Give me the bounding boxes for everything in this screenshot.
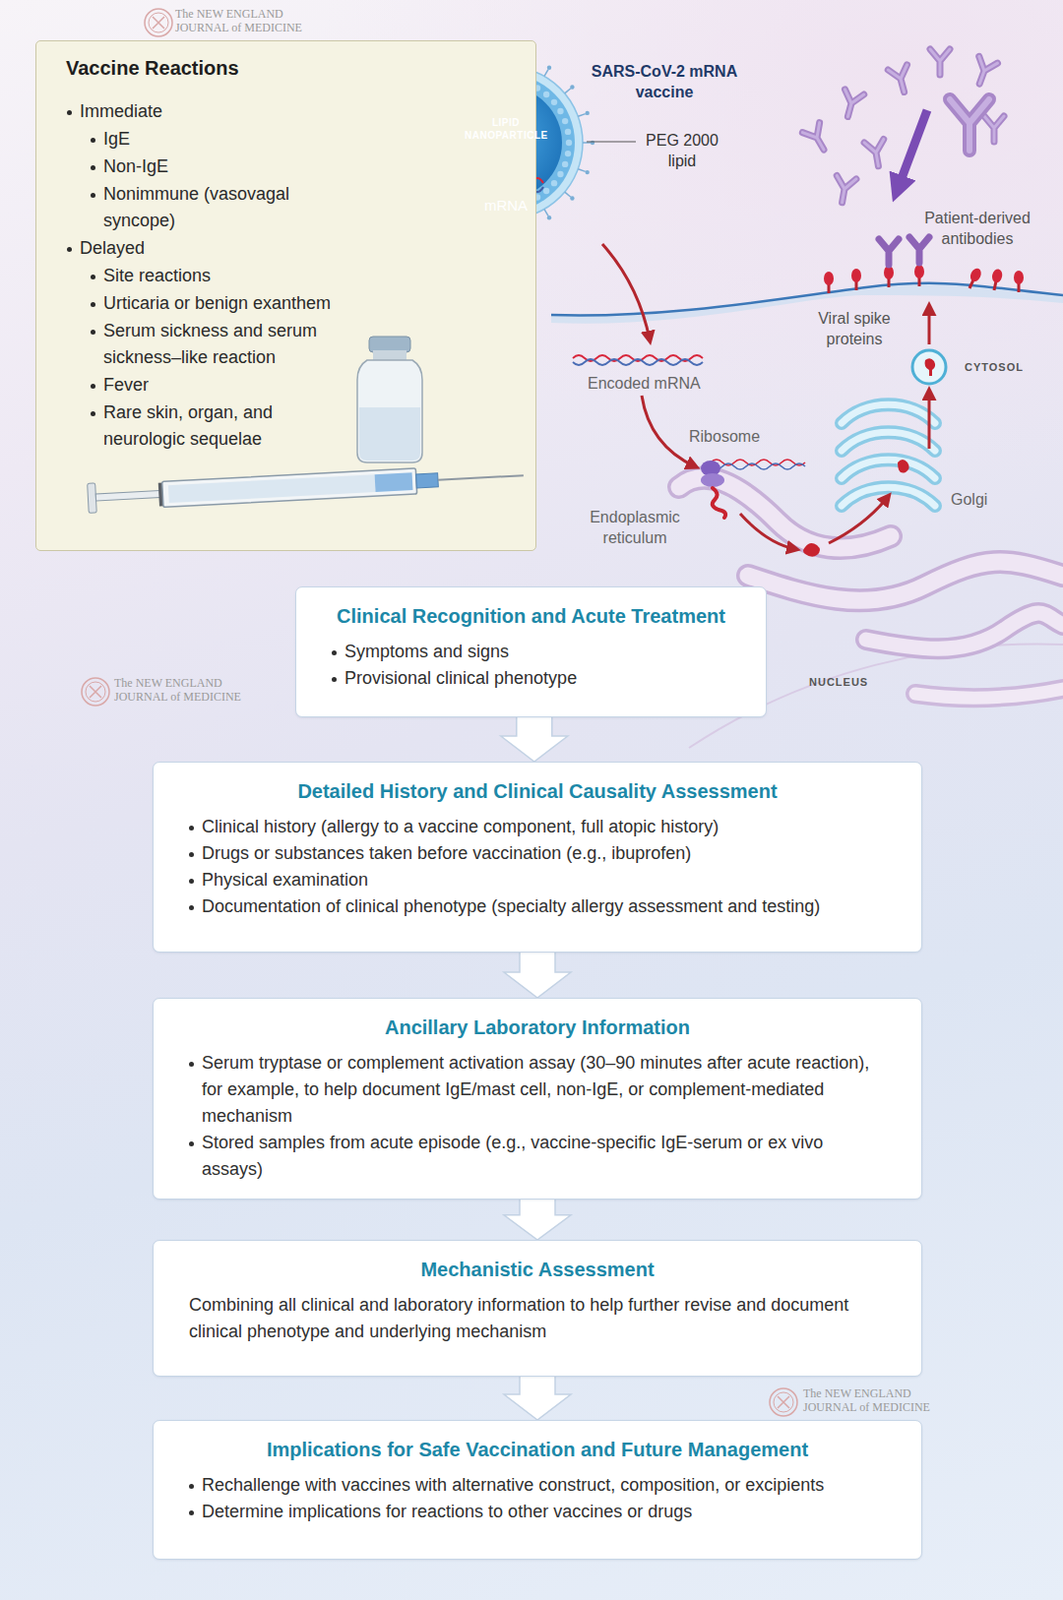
list-item: IgE — [103, 125, 350, 153]
box-heading: Mechanistic Assessment — [188, 1256, 886, 1283]
bullet-text: Stored samples from acute episode (e.g.,… — [201, 1129, 886, 1184]
bullet-dot — [188, 852, 194, 858]
part-label: Viral spike proteins — [807, 309, 902, 351]
bullet-dot — [188, 1484, 194, 1490]
list-text: Site reactions — [103, 262, 350, 290]
part-label: mRNA — [466, 195, 546, 216]
part-label: Ribosome — [688, 427, 778, 448]
bullet-dot — [331, 677, 337, 683]
bullet-dot — [188, 1141, 194, 1147]
bullet-dot — [188, 1062, 194, 1067]
process-box: Mechanistic AssessmentCombining all clin… — [152, 1240, 923, 1377]
flow-arrow — [503, 951, 571, 999]
watermark: The NEW ENGLAND JOURNAL of MEDICINE — [114, 677, 272, 705]
list-text: Urticaria or benign exanthem — [103, 290, 350, 317]
list-item: Rare skin, organ, and neurologic sequela… — [103, 399, 350, 453]
part-label: LIPID NANOPARTICLE — [464, 116, 548, 142]
watermark: The NEW ENGLAND JOURNAL of MEDICINE — [175, 7, 333, 36]
bullet-item: Clinical history (allergy to a vaccine c… — [188, 813, 886, 841]
bullet-item: Physical examination — [188, 867, 886, 894]
process-box: Implications for Safe Vaccination and Fu… — [152, 1420, 923, 1561]
bullet-dot — [90, 302, 96, 308]
list-item: Urticaria or benign exanthem — [103, 290, 350, 317]
bullet-dot — [90, 383, 96, 389]
bullet-item: Symptoms and signs — [331, 638, 731, 666]
bullet-item: Stored samples from acute episode (e.g.,… — [188, 1129, 886, 1184]
list-item: Nonimmune (vasovagal syncope) — [103, 181, 350, 235]
flow-arrow — [500, 716, 568, 762]
body-text: Combining all clinical and laboratory in… — [188, 1292, 886, 1346]
part-label: Endoplasmic reticulum — [575, 507, 694, 550]
box-heading: Ancillary Laboratory Information — [188, 1014, 886, 1041]
flow-arrow — [503, 1375, 571, 1421]
bullet-dot — [331, 650, 337, 656]
part-label: Encoded mRNA — [587, 374, 716, 395]
bullet-dot — [66, 110, 72, 116]
bullet-item: Determine implications for reactions to … — [188, 1499, 886, 1526]
process-box: Detailed History and Clinical Causality … — [152, 761, 923, 953]
flow-arrow — [503, 1198, 571, 1241]
part-label: CYTOSOL — [964, 360, 1054, 375]
list-text: Delayed — [79, 235, 346, 262]
bullet-text: Symptoms and signs — [344, 638, 731, 666]
list-text: IgE — [103, 125, 350, 153]
bullet-dot — [90, 192, 96, 198]
list-text: Nonimmune (vasovagal syncope) — [103, 181, 350, 235]
bullet-dot — [90, 137, 96, 143]
bullet-text: Provisional clinical phenotype — [344, 665, 731, 692]
bullet-dot — [90, 329, 96, 335]
bullet-text: Physical examination — [201, 867, 886, 894]
bullet-dot — [90, 165, 96, 171]
list-text: Fever — [103, 372, 350, 399]
list-item: Site reactions — [103, 262, 350, 290]
bullet-dot — [90, 411, 96, 417]
box-heading: Clinical Recognition and Acute Treatment — [331, 603, 731, 629]
list-item: Immediate — [79, 98, 346, 126]
bullet-text: Rechallenge with vaccines with alternati… — [201, 1472, 886, 1500]
bullet-text: Clinical history (allergy to a vaccine c… — [201, 813, 886, 841]
reaction-list-panel: Vaccine ReactionsImmediateIgENon-IgENoni… — [35, 40, 537, 552]
bullet-item: Documentation of clinical phenotype (spe… — [188, 893, 886, 921]
part-label: Golgi — [950, 490, 1020, 511]
list-text: Non-IgE — [103, 153, 350, 181]
box-heading: Detailed History and Clinical Causality … — [188, 778, 886, 805]
bullet-dot — [188, 905, 194, 911]
list-text: Rare skin, organ, and neurologic sequela… — [103, 399, 350, 453]
bullet-text: Serum tryptase or complement activation … — [201, 1050, 886, 1130]
list-item: Delayed — [79, 235, 346, 262]
bullet-text: Documentation of clinical phenotype (spe… — [201, 893, 886, 921]
bullet-text: Determine implications for reactions to … — [201, 1499, 886, 1526]
list-text: Immediate — [79, 98, 346, 126]
bullet-item: Serum tryptase or complement activation … — [188, 1050, 886, 1130]
list-item: Serum sickness and serum sickness–like r… — [103, 317, 350, 372]
bullet-text: Drugs or substances taken before vaccina… — [201, 840, 886, 868]
list-text: Serum sickness and serum sickness–like r… — [103, 317, 350, 372]
list-item: Non-IgE — [103, 153, 350, 181]
bullet-dot — [188, 825, 194, 831]
watermark: The NEW ENGLAND JOURNAL of MEDICINE — [803, 1387, 961, 1416]
process-box: Clinical Recognition and Acute Treatment… — [295, 586, 767, 718]
part-label: SARS-CoV-2 mRNA vaccine — [585, 62, 744, 104]
part-label: Patient-derived antibodies — [913, 208, 1042, 251]
part-label: PEG 2000 lipid — [641, 130, 723, 173]
box-heading: Implications for Safe Vaccination and Fu… — [188, 1437, 886, 1463]
bullet-item: Drugs or substances taken before vaccina… — [188, 840, 886, 868]
bullet-dot — [66, 247, 72, 252]
bullet-item: Rechallenge with vaccines with alternati… — [188, 1472, 886, 1500]
bullet-dot — [188, 1510, 194, 1516]
list-item: Fever — [103, 372, 350, 399]
part-label: NUCLEUS — [809, 675, 898, 689]
bullet-dot — [188, 878, 194, 884]
bullet-item: Provisional clinical phenotype — [331, 665, 731, 692]
bullet-dot — [90, 274, 96, 280]
process-box: Ancillary Laboratory InformationSerum tr… — [152, 998, 923, 1200]
box-heading: Vaccine Reactions — [65, 57, 240, 80]
